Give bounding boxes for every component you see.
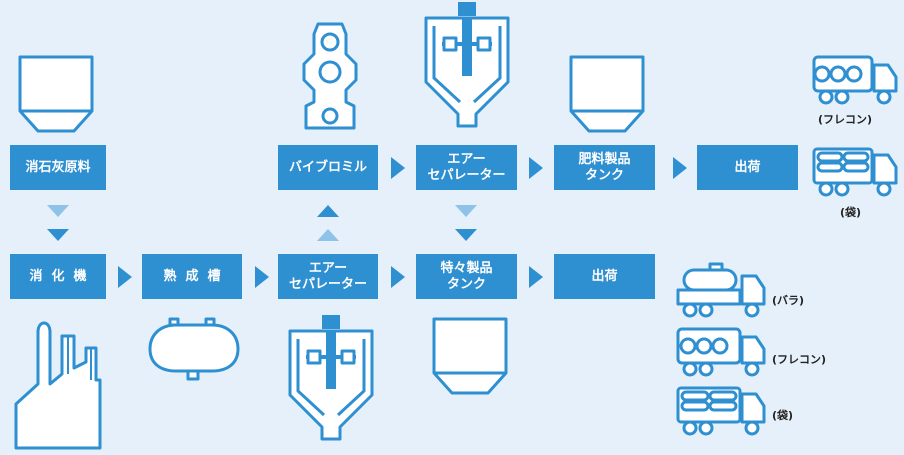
fertilizer-silo-icon bbox=[569, 55, 645, 133]
vibro-mill-icon bbox=[302, 22, 358, 130]
fertilizer-tank-box: 肥料製品 タンク bbox=[554, 145, 655, 190]
bulk-bottom-label: (バラ) bbox=[772, 294, 805, 307]
aging-tank-box: 熟成槽 bbox=[142, 254, 242, 299]
ship-top-label: 出荷 bbox=[734, 159, 761, 175]
flecon-top-label: (フレコン) bbox=[818, 113, 873, 126]
slaker-machine-icon bbox=[14, 321, 102, 450]
arrow-down-special-icon bbox=[455, 229, 477, 241]
ship-bottom-box: 出荷 bbox=[554, 254, 655, 299]
arrow-up-mill-icon bbox=[317, 205, 339, 217]
separator-bottom-box: エアー セパレーター bbox=[278, 254, 378, 299]
flecon-bottom-label: (フレコン) bbox=[772, 353, 827, 366]
arrow-right-slaker-aging-icon bbox=[118, 266, 132, 288]
special-tank-label: 特々製品 タンク bbox=[440, 260, 493, 292]
ship-top-box: 出荷 bbox=[697, 145, 798, 190]
fertilizer-tank-label: 肥料製品 タンク bbox=[578, 151, 631, 183]
arrow-right-separator-special-icon bbox=[391, 266, 405, 288]
bag-bottom-label: (袋) bbox=[772, 409, 794, 422]
special-product-silo-icon bbox=[432, 317, 508, 395]
separator-top-box: エアー セパレーター bbox=[416, 145, 517, 190]
vibro-mill-label: バイブロミル bbox=[288, 159, 367, 175]
arrow-down-raw-light-icon bbox=[47, 205, 69, 217]
arrow-down-special-light-icon bbox=[455, 205, 477, 217]
raw-material-silo-icon bbox=[18, 55, 94, 133]
slaker-box: 消化機 bbox=[10, 254, 106, 299]
aging-tank-label: 熟成槽 bbox=[163, 268, 230, 284]
bag-top-label: (袋) bbox=[840, 206, 862, 219]
air-separator-bottom-icon bbox=[288, 315, 374, 441]
arrow-right-separator-fertilizer-icon bbox=[529, 157, 543, 179]
flecon-truck-bottom-icon bbox=[676, 327, 766, 377]
aging-tank-icon bbox=[148, 317, 240, 381]
raw-lime-label: 消石灰原料 bbox=[25, 159, 91, 175]
ship-bottom-label: 出荷 bbox=[591, 268, 618, 284]
slaker-label: 消化機 bbox=[29, 268, 96, 284]
raw-lime-box: 消石灰原料 bbox=[10, 145, 106, 190]
arrow-right-mill-separator-icon bbox=[391, 157, 405, 179]
flecon-truck-top-icon bbox=[812, 55, 898, 105]
separator-bottom-label: エアー セパレーター bbox=[288, 260, 367, 292]
arrow-right-fertilizer-ship-icon bbox=[673, 157, 687, 179]
arrow-up-mill-light-icon bbox=[317, 229, 339, 241]
air-separator-top-icon bbox=[424, 2, 510, 128]
special-tank-box: 特々製品 タンク bbox=[416, 254, 517, 299]
arrow-right-aging-separator-icon bbox=[255, 266, 269, 288]
bag-truck-top-icon bbox=[812, 147, 898, 197]
vibro-mill-box: バイブロミル bbox=[278, 145, 378, 190]
arrow-down-raw-icon bbox=[47, 229, 69, 241]
separator-top-label: エアー セパレーター bbox=[427, 151, 506, 183]
bulk-truck-bottom-icon bbox=[676, 262, 766, 318]
bag-truck-bottom-icon bbox=[676, 386, 766, 436]
arrow-right-special-ship-icon bbox=[529, 266, 543, 288]
